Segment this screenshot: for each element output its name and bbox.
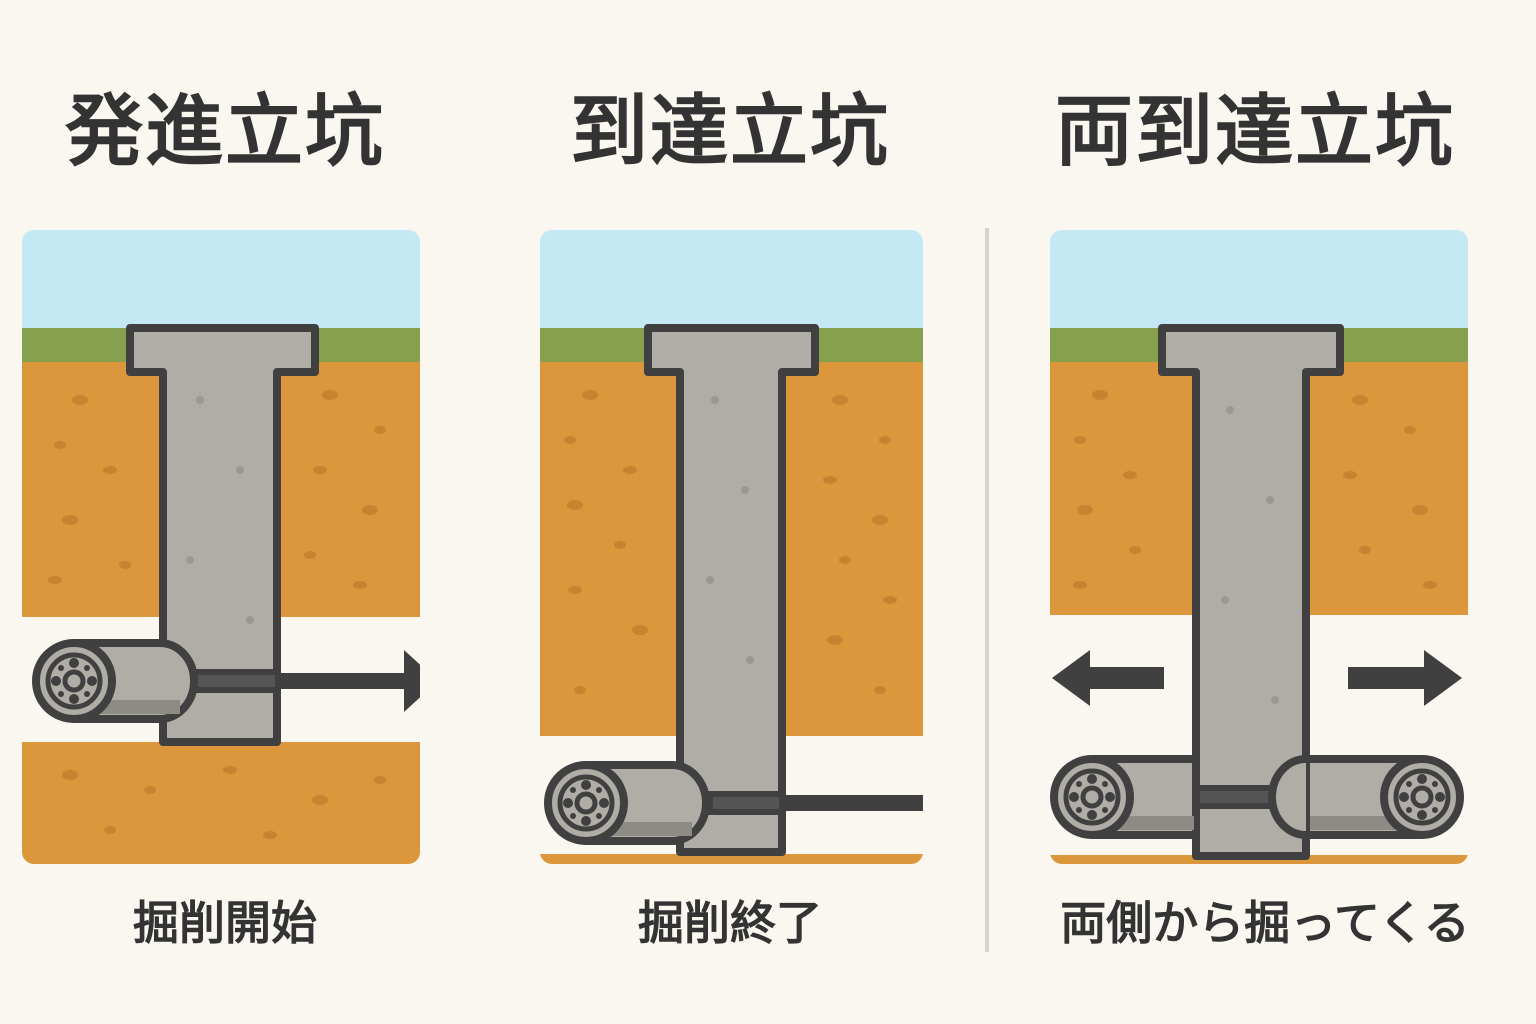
soil-spots-3 — [1073, 390, 1437, 589]
shield-machine-left — [1054, 755, 1200, 839]
shield-machine-right — [1268, 755, 1460, 839]
tunnel-bar-2 — [782, 795, 923, 811]
panel-title-double-arrival-shaft: 両到達立坑 — [1054, 87, 1455, 177]
sky-2 — [540, 230, 923, 330]
sky-1 — [22, 230, 420, 330]
panel-title-launch-shaft: 発進立坑 — [64, 87, 385, 177]
soil-spots-2 — [564, 390, 897, 694]
sky-3 — [1050, 230, 1468, 330]
panel-divider — [985, 228, 989, 952]
shield-machine-icon-1 — [36, 639, 198, 723]
shield-machine-icon — [548, 761, 710, 845]
right-arrow-icon — [404, 650, 420, 712]
soil-lower-1 — [22, 742, 420, 864]
panel-caption-dig-from-both-sides: 両側から掘ってくる — [1060, 896, 1470, 950]
panel-arrival-shaft — [540, 230, 923, 864]
soil-lower-2 — [540, 854, 923, 864]
left-right-arrows-icon — [1052, 650, 1462, 706]
vertical-shaft-1 — [126, 324, 319, 746]
vertical-shaft-3 — [1158, 324, 1344, 860]
soil-spots-1 — [48, 390, 386, 839]
panel-caption-start-excavation: 掘削開始 — [133, 896, 317, 950]
right-arrow-shaft — [278, 673, 406, 689]
tunnel-pipe-2 — [707, 791, 785, 815]
tunnel-pipe-1 — [183, 669, 281, 693]
panel-launch-shaft — [22, 230, 420, 864]
panel-caption-end-excavation: 掘削終了 — [638, 896, 822, 950]
panel-title-arrival-shaft: 到達立坑 — [569, 87, 890, 177]
panel-double-arrival-shaft — [1050, 230, 1468, 864]
vertical-shaft-2 — [644, 324, 819, 856]
